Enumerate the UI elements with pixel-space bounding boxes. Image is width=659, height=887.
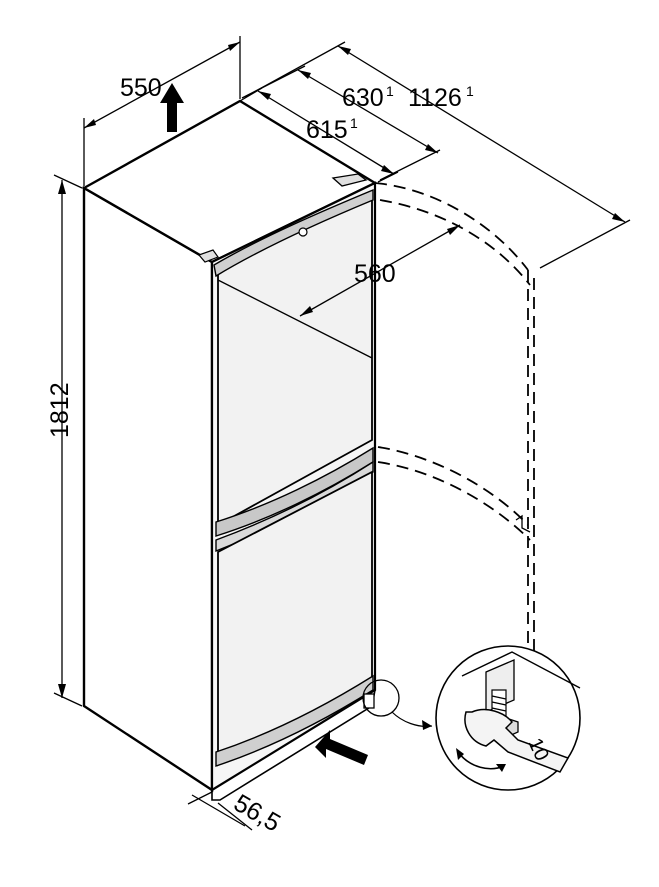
dim-550-label: 550: [120, 74, 162, 102]
dim-615-line: [257, 90, 395, 175]
detail-thread-3: [491, 707, 507, 712]
front-foot: [363, 693, 375, 709]
swing-hinge-mark: [515, 514, 531, 533]
detail-fridge-corner: [461, 651, 581, 689]
dim-1812-arrow-b: [58, 684, 66, 698]
wrench-icon: [464, 708, 570, 773]
dim-615-arrow-b: [381, 165, 394, 174]
detail-leader-arrow: [422, 720, 432, 730]
ext-plinth-b: [217, 802, 253, 831]
lower-door-bottom-trim: [215, 674, 374, 767]
dim-550-arrow-a: [84, 119, 96, 128]
ext-height-bottom: [53, 692, 83, 707]
dim-1126-arrow-a: [338, 46, 351, 55]
ext-height-top: [53, 174, 83, 189]
dim-615-arrow-a: [258, 91, 271, 100]
foot-adjust-detail: 10: [362, 645, 581, 791]
dim-550-arrow-b: [228, 42, 240, 51]
fridge-side-panel: [82, 185, 214, 793]
top-trim-screw: [298, 227, 308, 237]
dim-560-label: 560: [354, 260, 396, 288]
rotate-arrow-head-a: [456, 748, 464, 760]
ext-depth-front-630: [379, 149, 441, 181]
airflow-in-arrow-icon: [315, 730, 368, 765]
dim-560-line: [299, 224, 461, 317]
detail-thread-2: [491, 701, 507, 706]
ext-depth-front-1126: [539, 219, 631, 269]
side-hinge: [197, 249, 219, 263]
dim-560-arrow-b: [447, 225, 460, 235]
ext-depth-back-1126: [244, 41, 346, 98]
dimension-lines: [53, 36, 631, 831]
top-hinge: [331, 173, 368, 187]
ext-plinth-a: [187, 791, 213, 805]
dim-56-5-line: [191, 794, 246, 827]
dim-630-line: [297, 69, 439, 154]
swing-arc-middle-inner: [377, 461, 531, 541]
detail-thread-1: [491, 695, 507, 700]
door-width-reference-line: [217, 279, 373, 359]
airflow-up-arrow-icon: [160, 83, 184, 132]
ext-depth-front-615: [377, 171, 399, 183]
dim-630-arrow-a: [298, 70, 311, 79]
rotate-arrow-head-b: [496, 764, 506, 772]
dim-1812-arrow-a: [58, 180, 66, 194]
swing-arc-top: [374, 182, 529, 271]
dim-1812-label: 1812: [46, 382, 74, 438]
dim-550-line: [83, 41, 241, 129]
dim-1126-arrow-b: [612, 213, 625, 222]
dim-1126-line: [337, 45, 626, 223]
dim-630-arrow-b: [425, 144, 438, 153]
swing-arc-middle: [377, 446, 529, 526]
dim-1126-label: 1126: [408, 84, 462, 112]
swing-arc-top-inner: [379, 199, 531, 286]
fridge-body: [81, 99, 378, 801]
dim-630-label: 630: [342, 84, 384, 112]
dim-1126-note: 1: [466, 83, 474, 99]
detail-source-circle: [362, 679, 400, 717]
dim-615-label: 615: [306, 116, 348, 144]
dim-56-5-label: 56,5: [229, 789, 285, 838]
door-swing-outline: [374, 182, 535, 660]
dim-560-arrow-a: [300, 306, 313, 316]
dim-630-note: 1: [386, 83, 394, 99]
dim-615-note: 1: [350, 115, 358, 131]
upper-door-top-trim: [213, 188, 374, 278]
